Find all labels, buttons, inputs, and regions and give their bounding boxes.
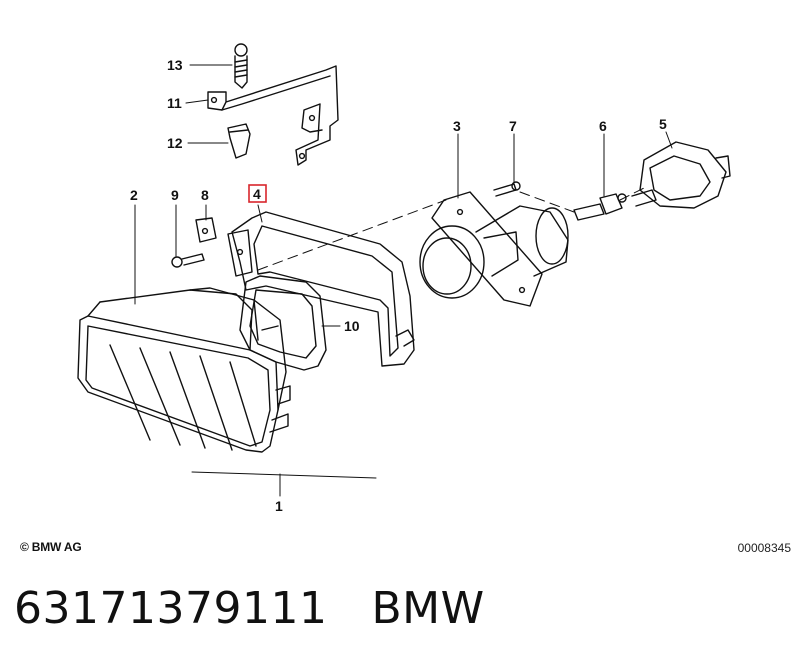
catalog-id: 00008345 [737, 541, 791, 555]
part-number: 63171379111 [14, 583, 328, 634]
copyright-notice: © BMW AG [20, 540, 82, 554]
callout-4[interactable]: 4 [253, 186, 261, 202]
callout-11[interactable]: 11 [167, 95, 182, 111]
part-4-frame [227, 211, 415, 367]
part-6-bulb [573, 193, 627, 221]
part-12-clip-nut [227, 123, 251, 159]
callout-13[interactable]: 13 [167, 57, 183, 73]
part-3-projector [419, 191, 569, 307]
callout-8[interactable]: 8 [201, 187, 209, 203]
part-9-screw [171, 253, 205, 268]
callout-9[interactable]: 9 [171, 187, 179, 203]
part-caption: 63171379111 BMW [14, 583, 485, 634]
part-5-socket [631, 141, 731, 209]
part-13-screw [234, 43, 248, 89]
callout-2[interactable]: 2 [130, 187, 138, 203]
callout-3[interactable]: 3 [453, 118, 461, 134]
callout-5[interactable]: 5 [659, 116, 667, 132]
parts-diagram: 13 11 12 2 9 8 4 3 7 6 5 10 1 [77, 43, 731, 514]
part-7-screw [493, 181, 521, 197]
callout-10[interactable]: 10 [344, 318, 360, 334]
callout-4-highlight [248, 184, 267, 203]
callout-12[interactable]: 12 [167, 135, 183, 151]
part-8-clip [195, 217, 217, 243]
part-10-gasket [239, 275, 327, 371]
brand-name: BMW [371, 583, 485, 634]
part-2-housing [77, 287, 291, 453]
callout-1[interactable]: 1 [275, 498, 283, 514]
callout-7[interactable]: 7 [509, 118, 517, 134]
part-11-bracket [207, 65, 339, 166]
callout-6[interactable]: 6 [599, 118, 607, 134]
